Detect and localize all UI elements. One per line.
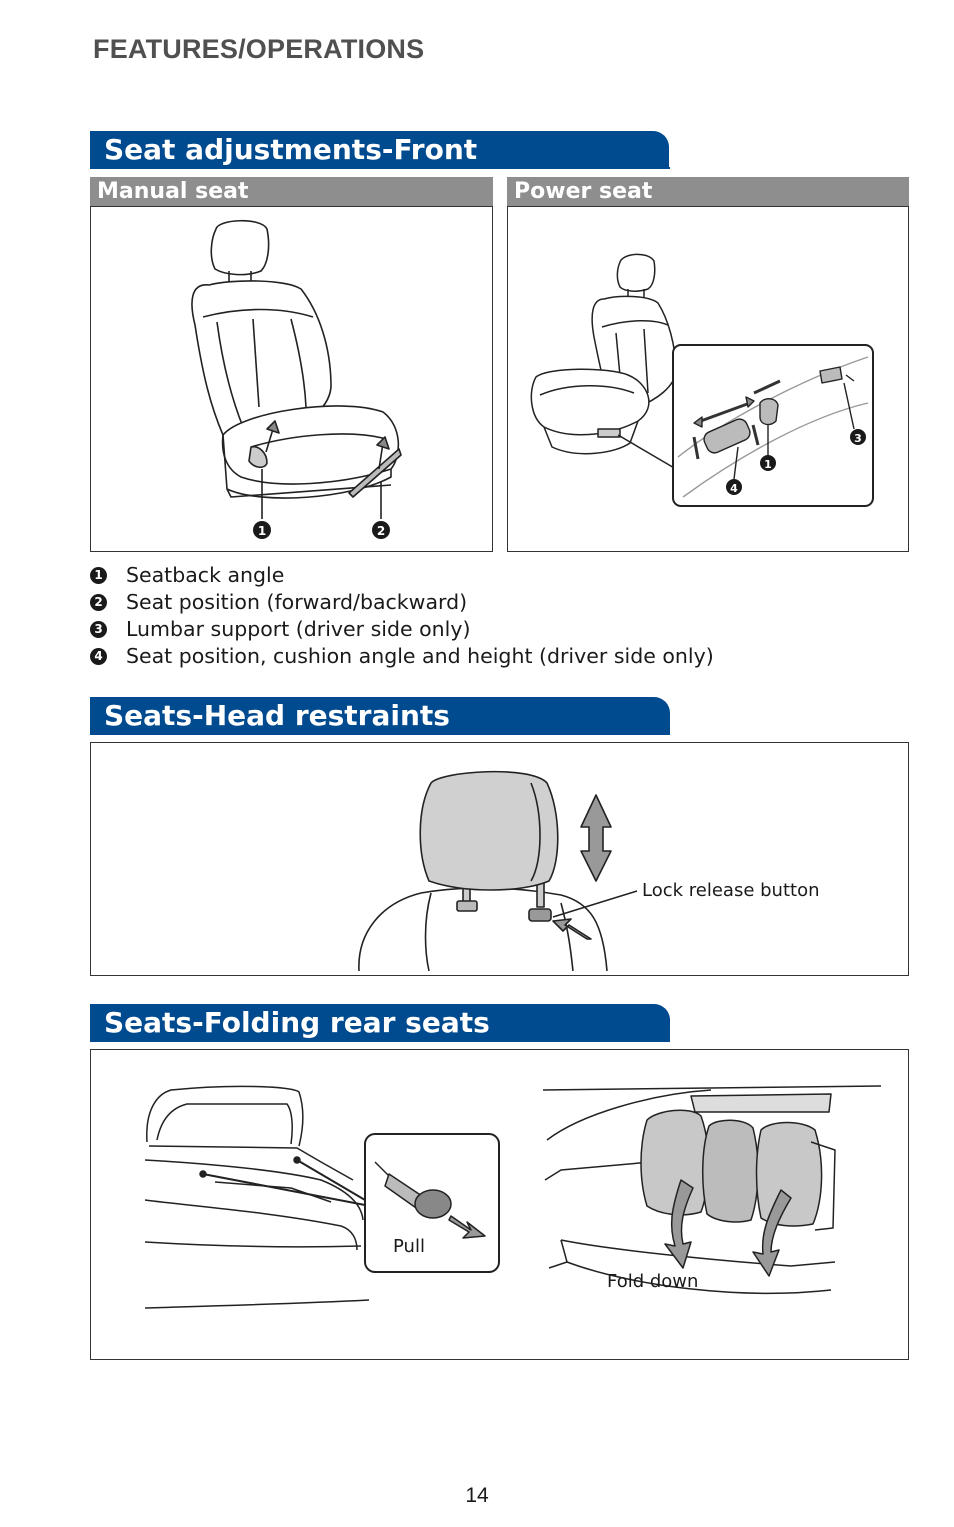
- manual-seat-heading: Manual seat: [90, 177, 493, 207]
- legend-item: 4 Seat position, cushion angle and heigh…: [90, 643, 790, 670]
- fold-down-callout: Fold down: [607, 1271, 699, 1292]
- section-tab-front-seats: Seat adjustments-Front: [90, 131, 669, 169]
- power-seat-panel: 1 3 4: [507, 206, 909, 552]
- power-seat-illustration: 1 3 4: [530, 253, 874, 507]
- marker-2: [372, 521, 390, 539]
- tab-rule: [90, 733, 670, 735]
- marker-4: [726, 479, 742, 495]
- legend-text: Seat position, cushion angle and height …: [126, 644, 714, 668]
- head-restraint-illustration: [358, 770, 638, 972]
- section-tab-folding-rear-seats: Seats-Folding rear seats: [90, 1004, 670, 1042]
- power-seat-heading: Power seat: [507, 177, 909, 207]
- legend-text: Seatback angle: [126, 563, 285, 587]
- marker-3-label: 3: [854, 432, 862, 445]
- zoom-detail-box: [672, 344, 874, 507]
- marker-1-label: 1: [764, 458, 772, 471]
- legend-item: 1 Seatback angle: [90, 562, 790, 589]
- head-restraint-panel: [90, 742, 909, 976]
- rear-seats-panel: [90, 1049, 909, 1360]
- legend-text: Lumbar support (driver side only): [126, 617, 471, 641]
- legend-item: 2 Seat position (forward/backward): [90, 589, 790, 616]
- marker-1: [253, 521, 271, 539]
- marker-3: [850, 429, 866, 445]
- page-number: 14: [465, 1484, 489, 1507]
- marker-1-label: 1: [258, 524, 266, 538]
- manual-seat-panel: 1 2: [90, 206, 493, 552]
- pull-callout: Pull: [393, 1236, 425, 1257]
- adjustment-legend: 1 Seatback angle 2 Seat position (forwar…: [90, 562, 790, 670]
- legend-number: 2: [90, 594, 107, 611]
- marker-1: [760, 455, 776, 471]
- legend-item: 3 Lumbar support (driver side only): [90, 616, 790, 643]
- tab-rule: [90, 1040, 670, 1042]
- legend-number: 1: [90, 567, 107, 584]
- section-label: FEATURES/OPERATIONS: [93, 34, 425, 64]
- rear-seats-illustration: [144, 1085, 882, 1309]
- marker-2-label: 2: [377, 524, 385, 538]
- legend-number: 4: [90, 648, 107, 665]
- section-tab-head-restraints: Seats-Head restraints: [90, 697, 670, 735]
- marker-4-label: 4: [730, 482, 738, 495]
- manual-seat-illustration: 1 2: [191, 219, 402, 539]
- legend-number: 3: [90, 621, 107, 638]
- legend-text: Seat position (forward/backward): [126, 590, 468, 614]
- tab-rule: [90, 167, 670, 169]
- lock-release-callout: Lock release button: [642, 880, 820, 901]
